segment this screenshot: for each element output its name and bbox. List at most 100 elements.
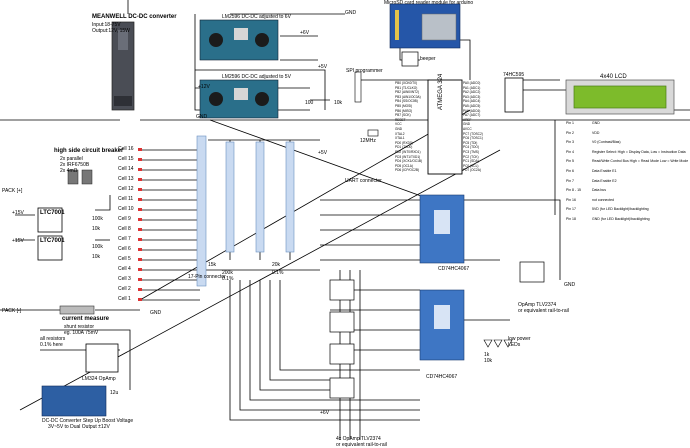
lcd-pin-number: Pin 4 <box>566 149 574 154</box>
mcu-pin-left: PD2 (INT0/RXD1) <box>395 150 421 154</box>
pack-minus: PACK [-] <box>2 308 22 314</box>
mcu-pin-right: PC2 (TCK) <box>463 154 479 159</box>
lcd-pin-desc: Read/Write Control Bus High = Read Mode … <box>592 159 689 164</box>
lcd-pin-number: Pin 3 <box>566 140 574 145</box>
mcu-pin-right: PC3 (TMS) <box>463 150 479 154</box>
cell-label: Cell 9 <box>118 216 131 222</box>
connector-label: 17-Pin connector <box>188 274 226 280</box>
cell-label: Cell 7 <box>118 236 131 242</box>
mcu-pin-right: GND <box>463 122 471 127</box>
mcu-pin-left: PD6 (ICP/OC2B) <box>395 168 420 173</box>
mcu-pin-right: PA4 (ADC4) <box>463 99 481 104</box>
mcu-pin-left: PD5 (OC1A) <box>395 163 413 168</box>
cell-label: Cell 2 <box>118 286 131 292</box>
lcd-pin-number: Pin 7 <box>566 178 574 183</box>
opamp-1-sub: or equivalent rail-to-rail <box>518 308 569 314</box>
mcu-pin-right: AVCC <box>463 127 472 131</box>
mux-1-label: CD74HC4067 <box>438 266 470 272</box>
cell-label: Cell 6 <box>118 246 131 252</box>
mcu-pin-right: PC6 (TOSC1) <box>463 136 483 141</box>
cell-label: Cell 16 <box>118 146 134 152</box>
mcu-pin-right: PA3 (ADC3) <box>463 94 481 99</box>
mcu-pin-right: PA5 (ADC5) <box>463 104 481 108</box>
lcd-pin-number: Pin 2 <box>566 130 574 135</box>
mcu-pin-left: PB2 (AIN0/INT2) <box>395 90 419 95</box>
lcd-pin-desc: V0 (Contrast/Bias) <box>592 140 621 145</box>
mcu-pin-left: GND <box>395 127 403 131</box>
opamp-2-sub: or equivalent rail-to-rail <box>336 442 387 448</box>
plus12v-label: +12V <box>198 84 210 90</box>
mcu-pin-right: PA6 (ADC6) <box>463 108 481 113</box>
ltc-15v-1: +15V <box>12 210 24 216</box>
lcd-pin-desc: 5VD (for LED Backlight)/backlighting <box>592 207 649 212</box>
mcu-pin-right: PC4 (TDO) <box>463 145 479 150</box>
ltc-1: LTC7001 <box>40 210 65 216</box>
mcu-pin-right: AREF <box>463 117 472 122</box>
lcd-pin-number: Pin 6 <box>566 169 574 173</box>
shunt-pct: 0.1% here <box>40 342 63 348</box>
uart-label: UART connector <box>345 178 382 184</box>
opamp-2-title: 4x OpAmp TLV2374 <box>336 436 381 442</box>
buck1-title: LM2596 DC-DC adjusted to 6V <box>222 14 291 20</box>
shunt-all: all resistors <box>40 336 66 342</box>
lcd-pin-number: Pin 5 <box>566 159 574 164</box>
cell-label: Cell 1 <box>118 296 131 302</box>
gnd-label-top: GND <box>345 10 357 16</box>
lcd-pin-number: Pin 18 <box>566 217 576 221</box>
meanwell-title: MEANWELL DC-DC converter <box>92 14 177 20</box>
mcu-pin-left: PD4 (XCK1/OC1B) <box>395 159 423 164</box>
opamp-1-title: OpAmp TLV2374 <box>518 302 557 308</box>
cell-label: Cell 11 <box>118 196 134 202</box>
cell-label: Cell 15 <box>118 156 134 162</box>
boost-sub: 3V~5V to Dual Output ±12V <box>48 424 110 430</box>
breaker-sub: 2x parallel <box>60 156 83 162</box>
mcu-pin-left: VCC <box>395 122 402 127</box>
meanwell-output: Output:12V, 15W <box>92 28 130 34</box>
mcu-pin-left: PD0 (RXD0) <box>395 140 413 145</box>
lcd-pin-desc: VDD <box>592 130 600 135</box>
cell-label: Cell 5 <box>118 256 131 262</box>
cell-label: Cell 8 <box>118 226 131 232</box>
plus5v-mid: +5V <box>318 150 328 156</box>
mcu-pin-left: PD3 (INT1/TXD1) <box>395 154 421 159</box>
mcu-pin-left: XTAL1 <box>395 136 405 141</box>
mcu-pin-right: PA0 (ADC0) <box>463 81 481 85</box>
mcu-pin-left: RESET <box>395 117 406 122</box>
shunt-sub: shunt resistor <box>64 324 95 330</box>
mcu-pin-left: PB7 (SCK) <box>395 113 411 118</box>
shift-register-label: 74HC595 <box>503 72 525 78</box>
mcu-pin-left: PB4 (SS/OC0B) <box>395 99 418 104</box>
plus6v-label: +6V <box>300 30 310 36</box>
mcu-pin-right: PC5 (TDI) <box>463 140 478 145</box>
mux-2-label: CD74HC4067 <box>426 374 458 380</box>
lcd-pin-desc: Register Select: High = Display Data, Lo… <box>592 149 686 154</box>
shunt-spec: eg. 100A 75mV <box>64 330 99 336</box>
leds-label: low power <box>508 336 531 342</box>
mcu-pin-left: PB3 (AIN1/OC0A) <box>395 94 421 99</box>
mcu-pin-right: PA2 (ADC2) <box>463 90 481 95</box>
mcu-pin-left: PB1 (T1/CLKO) <box>395 85 418 90</box>
div-r1c: 0.1% <box>222 276 234 282</box>
breaker-title: high side circuit breaker <box>54 148 124 154</box>
mcu-pin-right: PC0 (SCL) <box>463 163 479 168</box>
r100-label: 100 <box>305 100 314 106</box>
lcd-title: 4x40 LCD <box>600 74 627 80</box>
plus6v-bottom: +6V <box>320 410 330 416</box>
ltc-r100k-1: 100k <box>92 216 103 222</box>
mcu-pin-right: PC1 (SDA) <box>463 159 479 164</box>
lcd-pin-desc: GND (for LED Backlight)/backlighting <box>592 217 650 221</box>
leds-r1: 1k <box>484 352 490 358</box>
ltc-2: LTC7001 <box>40 238 65 244</box>
lcd-pin-number: Pin 17 <box>566 207 576 212</box>
div-r2: 20k <box>272 262 281 268</box>
mcu-pin-right: PA7 (ADC7) <box>463 113 481 118</box>
pack-plus: PACK [+] <box>2 188 23 194</box>
gnd-left: GND <box>150 310 162 316</box>
div-r1b: 200k <box>222 270 233 276</box>
gnd-opamp: GND <box>564 282 576 288</box>
mcu-pin-right: PC7 (TOSC2) <box>463 131 483 136</box>
ltc-r100k-2: 100k <box>92 244 103 250</box>
cell-label: Cell 4 <box>118 266 131 272</box>
